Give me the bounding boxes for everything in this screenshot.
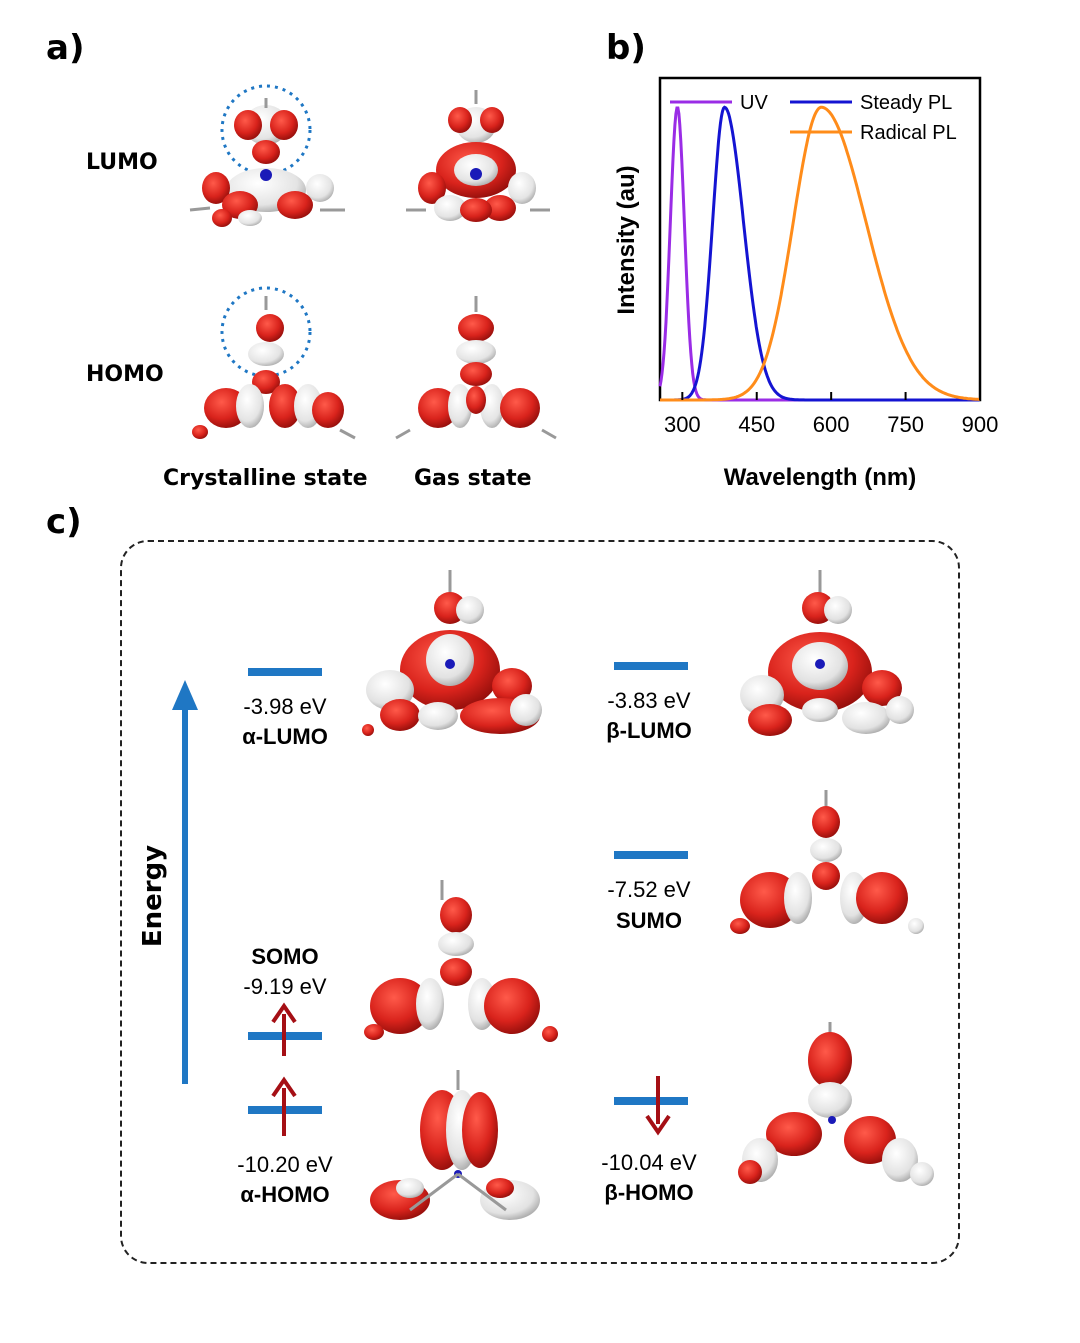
orbital-homo-crystalline	[192, 286, 356, 440]
somo-energy: -9.19 eV	[243, 974, 327, 999]
spin-up-arrow-icon	[271, 1076, 297, 1136]
spin-up-arrow-icon	[271, 1002, 297, 1056]
series-line-radical-pl	[660, 105, 980, 402]
alpha-lumo-name: α-LUMO	[242, 724, 328, 749]
legend-label: UV	[740, 92, 768, 114]
panel-label-a: a)	[46, 28, 85, 68]
x-tick-label: 600	[813, 412, 850, 437]
legend-label: Radical PL	[860, 122, 957, 144]
orbital-lumo-gas	[406, 90, 550, 222]
x-tick-label: 450	[738, 412, 775, 437]
beta-lumo-energy: -3.83 eV	[607, 688, 691, 713]
level-bar-beta-homo	[614, 1097, 688, 1105]
legend-label: Steady PL	[860, 92, 952, 114]
panel-label-b: b)	[606, 28, 646, 68]
level-bar-alpha-lumo	[248, 668, 322, 676]
somo-name: SOMO	[251, 944, 319, 969]
beta-homo-name: β-HOMO	[604, 1180, 694, 1205]
orbital-beta-homo	[738, 1022, 934, 1186]
row-label-homo: HOMO	[86, 362, 164, 387]
sumo-energy: -7.52 eV	[607, 877, 691, 902]
x-tick-label: 750	[887, 412, 924, 437]
series-line-uv	[658, 106, 980, 402]
panel-label-c: c)	[46, 502, 82, 542]
level-bar-sumo	[614, 851, 688, 859]
alpha-homo-name: α-HOMO	[240, 1182, 330, 1207]
energy-arrow-icon	[172, 680, 198, 1084]
level-bar-beta-lumo	[614, 662, 688, 670]
panel-a-orbitals	[189, 84, 557, 440]
row-label-lumo: LUMO	[86, 150, 158, 175]
beta-lumo-name: β-LUMO	[606, 718, 692, 743]
column-label-crystalline: Crystalline state	[163, 466, 368, 491]
panel-c-orbitals	[362, 570, 934, 1220]
column-label-gas: Gas state	[414, 466, 532, 491]
x-axis-label: Wavelength (nm)	[724, 464, 916, 491]
spin-down-arrow-icon	[645, 1076, 671, 1136]
energy-label: Energy	[138, 844, 168, 948]
sumo-name: SUMO	[616, 908, 682, 933]
orbital-alpha-homo	[370, 1070, 540, 1220]
orbital-alpha-lumo	[362, 570, 542, 736]
orbital-sumo	[730, 790, 924, 934]
x-tick-label: 900	[962, 412, 999, 437]
orbital-homo-gas	[395, 296, 557, 440]
orbital-lumo-crystalline	[189, 84, 345, 227]
x-tick-label: 300	[664, 412, 701, 437]
energy-diagram-frame	[120, 540, 960, 1264]
spectra-chart: 300 450 600 750 900 UV Steady PL Radical PL Wa…	[613, 76, 999, 491]
alpha-lumo-energy: -3.98 eV	[243, 694, 327, 719]
orbital-beta-lumo	[740, 570, 914, 736]
y-axis-label: Intensity (au)	[613, 165, 640, 314]
beta-homo-energy: -10.04 eV	[601, 1150, 697, 1175]
series-line-steady-pl	[660, 105, 980, 402]
orbital-somo	[364, 880, 558, 1042]
alpha-homo-energy: -10.20 eV	[237, 1152, 333, 1177]
